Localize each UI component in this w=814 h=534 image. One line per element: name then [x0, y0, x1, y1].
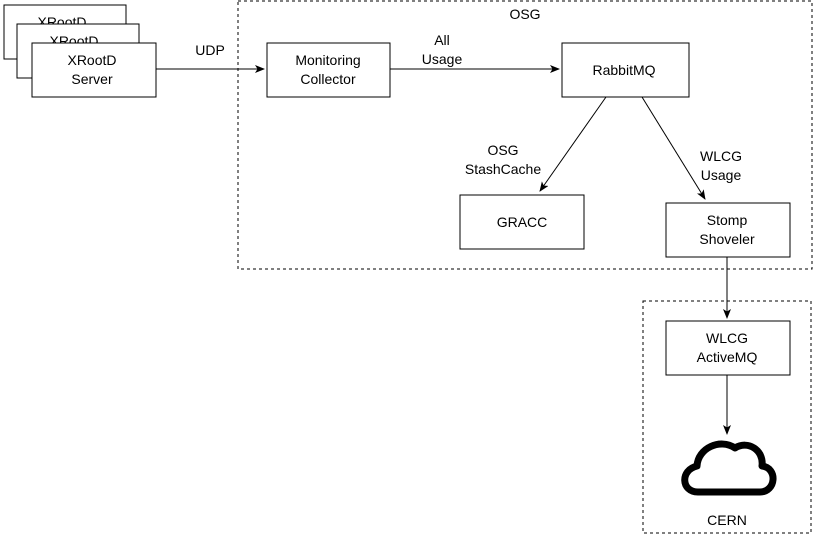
- xrootd-server-label-line1: XRootD: [67, 52, 116, 68]
- edge-all-usage: All Usage: [390, 32, 560, 73]
- cloud-icon: [681, 440, 777, 496]
- osg-group-label: OSG: [509, 6, 540, 22]
- edge-wlcg-usage-line: [641, 96, 706, 200]
- edge-wlcg-usage: WLCG Usage: [641, 96, 742, 200]
- edge-osg-stashcache-label-line1: OSG: [487, 142, 518, 158]
- wlcg-activemq-label-line2: ActiveMQ: [697, 349, 758, 365]
- osg-group-border: [237, 0, 813, 270]
- monitoring-collector-label-line2: Collector: [300, 71, 356, 87]
- rabbitmq: RabbitMQ: [561, 42, 690, 98]
- cern-group-label: CERN: [707, 512, 747, 528]
- monitoring-collector-label-line1: Monitoring: [295, 52, 360, 68]
- stomp-shoveler-label-line1: Stomp: [707, 212, 748, 228]
- rabbitmq-label: RabbitMQ: [592, 62, 655, 78]
- xrootd-server-label-line2: Server: [71, 71, 113, 87]
- edge-wlcg-usage-label-line2: Usage: [701, 167, 742, 183]
- stomp-shoveler: Stomp Shoveler: [665, 202, 791, 258]
- edge-osg-stashcache-label-line2: StashCache: [465, 161, 541, 177]
- edge-all-usage-label-line2: Usage: [422, 51, 463, 67]
- edge-wlcg-usage-label-line1: WLCG: [700, 148, 742, 164]
- wlcg-activemq: WLCG ActiveMQ: [665, 320, 791, 376]
- monitoring-collector: Monitoring Collector: [266, 42, 391, 98]
- edge-osg-stashcache: OSG StashCache: [465, 96, 607, 192]
- osg-group: OSG: [237, 0, 813, 270]
- edge-osg-stashcache-line: [539, 96, 607, 192]
- edge-udp: UDP: [156, 42, 265, 73]
- wlcg-activemq-label-line1: WLCG: [706, 330, 748, 346]
- edge-udp-label: UDP: [195, 42, 225, 58]
- xrootd-server: XRootD Server: [31, 42, 157, 98]
- edge-all-usage-label-line1: All: [434, 32, 450, 48]
- gracc: GRACC: [459, 194, 585, 250]
- stomp-shoveler-label-line2: Shoveler: [699, 231, 755, 247]
- gracc-label: GRACC: [497, 214, 548, 230]
